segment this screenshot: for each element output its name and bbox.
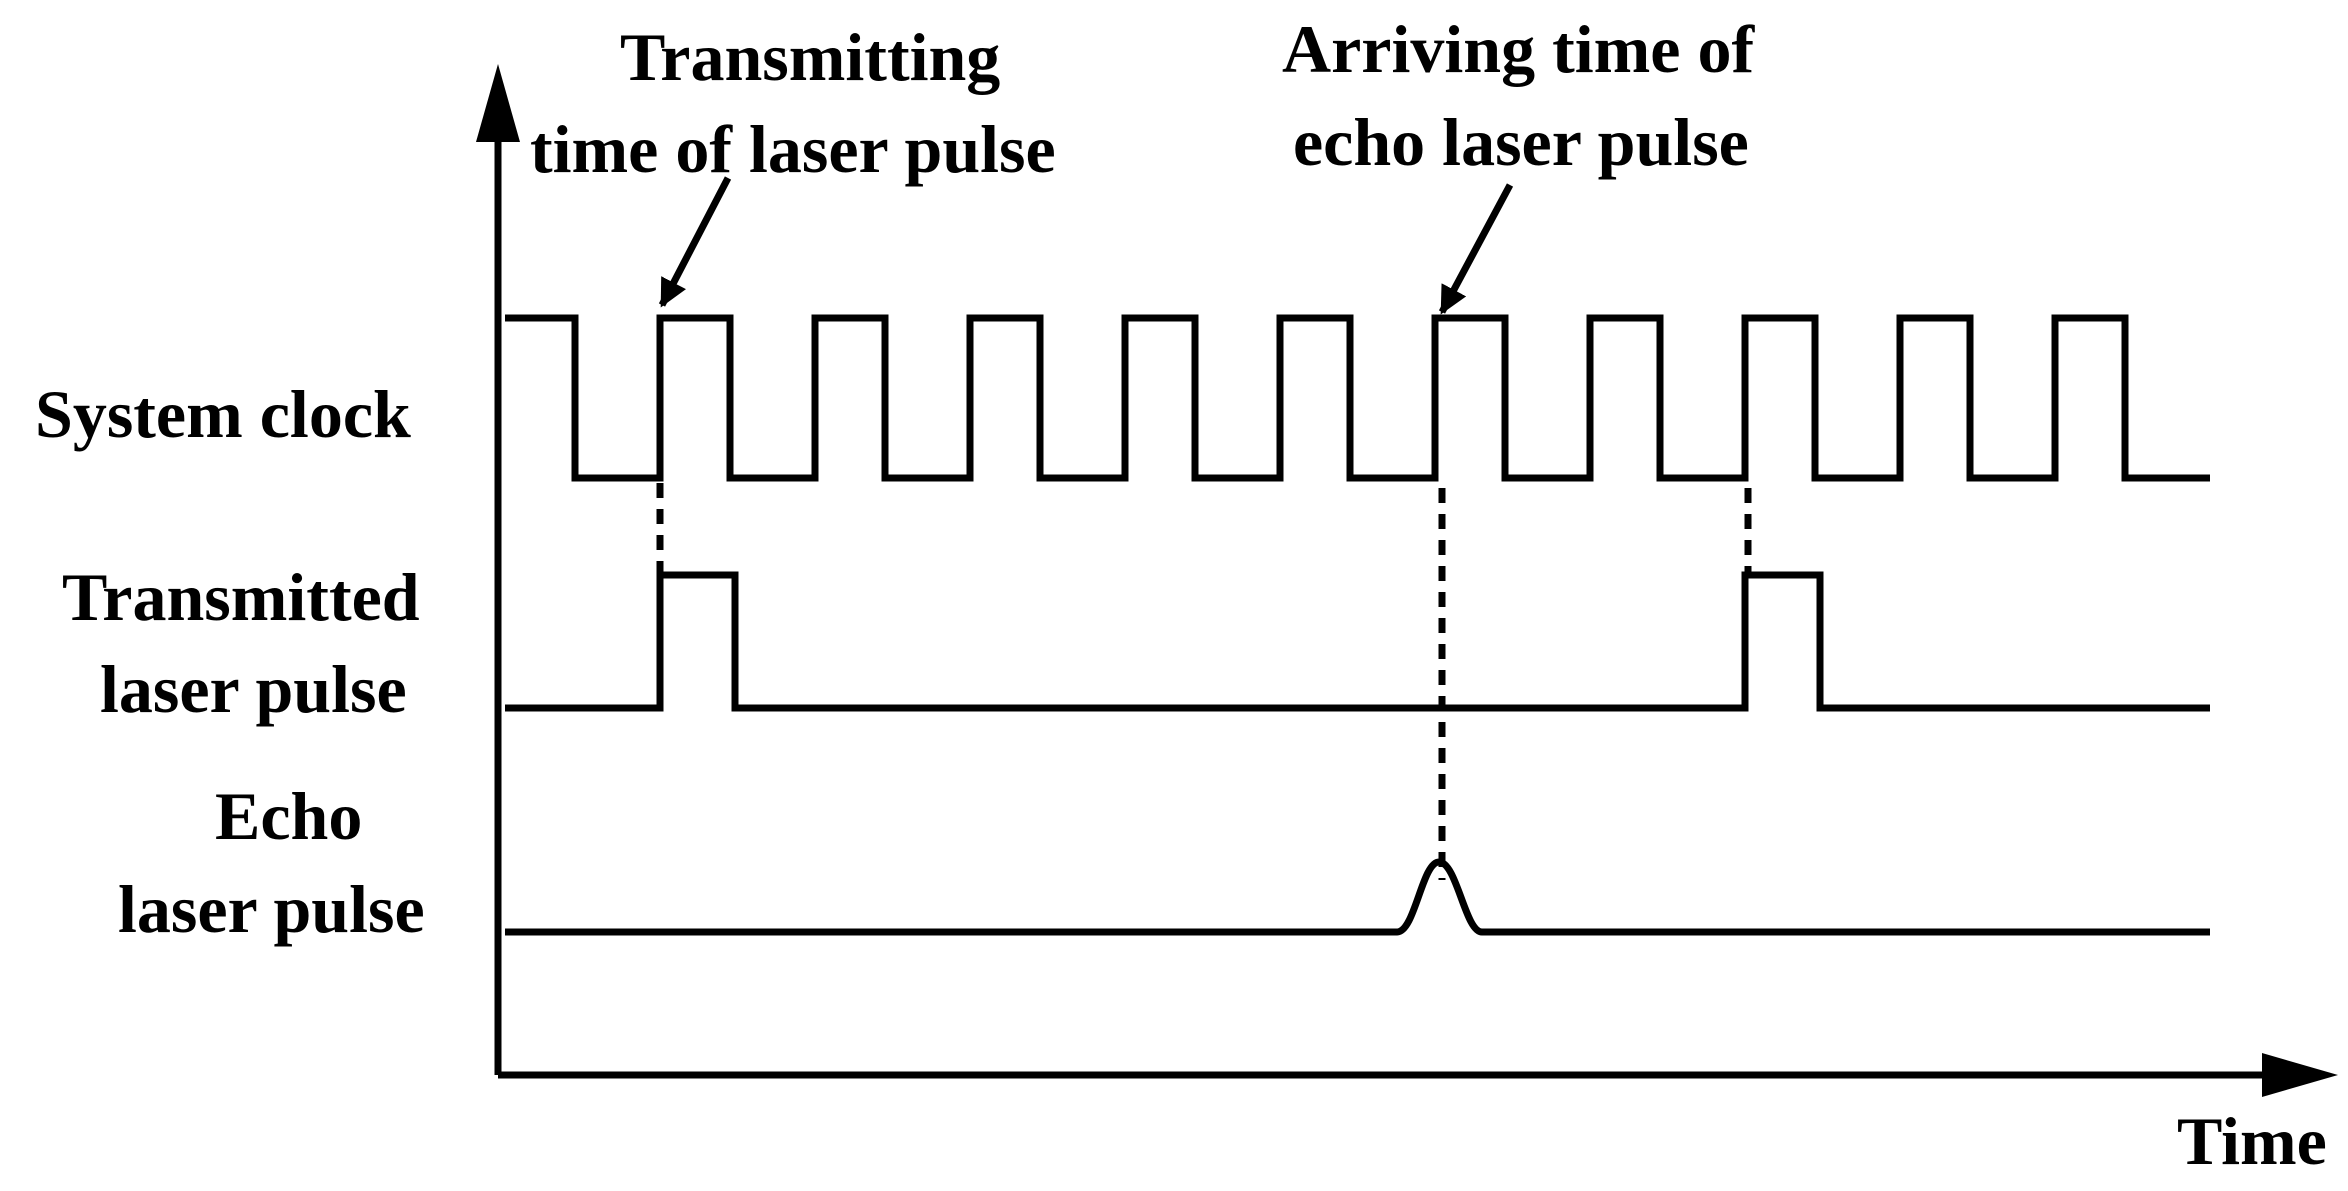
x-axis-label: Time: [2177, 1103, 2327, 1179]
arrive-pointer-arrow: [1438, 183, 1514, 315]
echo-pulse-waveform: [505, 858, 2210, 936]
system-clock-label: System clock: [35, 376, 411, 452]
transmit-annotation-line2: time of laser pulse: [530, 111, 1056, 187]
transmitted-label-line2: laser pulse: [100, 651, 407, 727]
x-axis-arrowhead: [2262, 1053, 2338, 1097]
system-clock-waveform: [505, 314, 2210, 482]
transmitted-label-line1: Transmitted: [62, 559, 420, 635]
transmit-pointer-arrow: [658, 176, 732, 308]
echo-label-line1: Echo: [215, 778, 362, 854]
arrive-annotation-line1: Arriving time of: [1282, 11, 1755, 87]
echo-label-line2: laser pulse: [118, 871, 425, 947]
y-axis-arrowhead: [476, 64, 520, 142]
transmit-annotation-line1: Transmitting: [620, 19, 1000, 95]
arrive-annotation-line2: echo laser pulse: [1293, 104, 1749, 180]
transmitted-pulse-waveform: [505, 571, 2210, 712]
